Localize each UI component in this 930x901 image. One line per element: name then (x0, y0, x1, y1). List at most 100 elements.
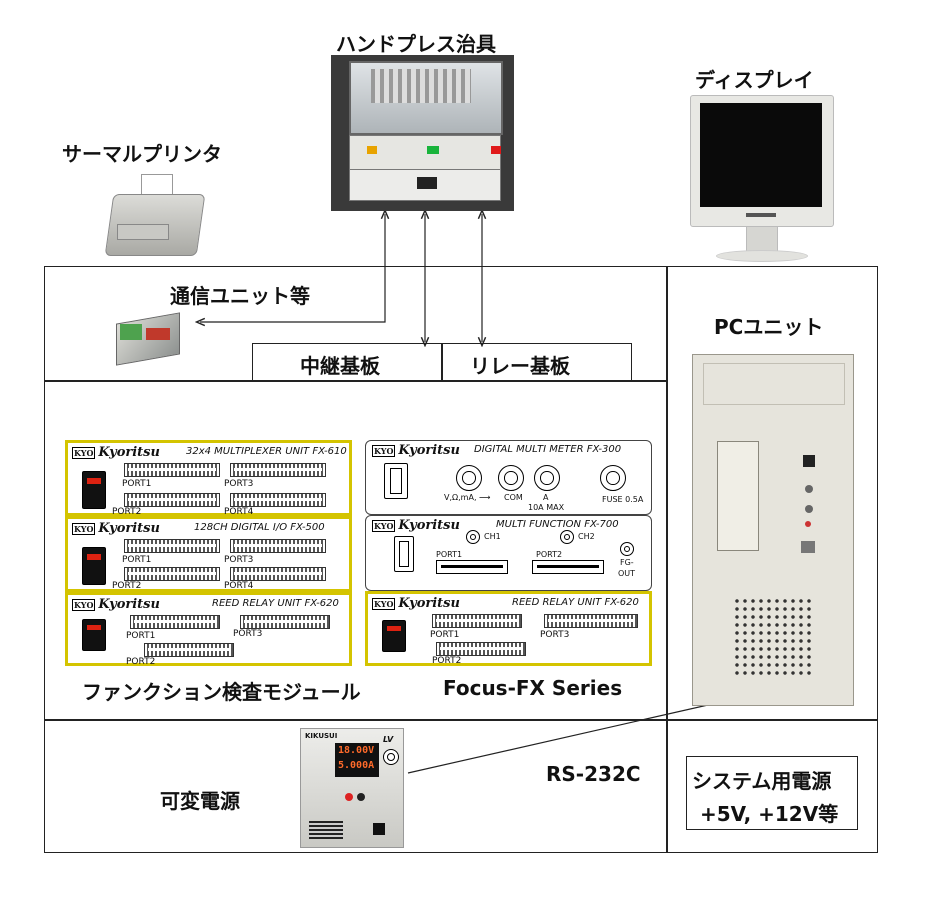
bnc-ch1 (466, 530, 480, 544)
relay-board-mid-box (252, 343, 443, 381)
relay-board-box (441, 343, 632, 381)
module-dmm-title: DIGITAL MULTI METER FX-300 (474, 444, 622, 455)
jack-a (534, 465, 560, 491)
port-slot (532, 560, 604, 574)
port-connector (124, 493, 220, 507)
module-dio-title: 128CH DIGITAL I/O FX-500 (194, 522, 325, 533)
rs232c-label: RS-232C (546, 762, 641, 786)
pc-unit-image (692, 354, 854, 706)
system-power-frame (666, 719, 878, 853)
port-label: PORT2 (432, 656, 462, 666)
port-label: PORT4 (224, 507, 254, 517)
jack-v (456, 465, 482, 491)
jack-label: COM (504, 493, 523, 502)
module-mux-title: 32x4 MULTIPLEXER UNIT FX-610 (186, 446, 347, 457)
port-label: PORT1 (430, 630, 460, 640)
port-connector (124, 463, 220, 477)
port-label: PORT1 (122, 479, 152, 489)
thermal-printer-image (104, 172, 206, 262)
port-connector (230, 493, 326, 507)
thermal-printer-label: サーマルプリンタ (62, 142, 222, 166)
port-slot (436, 560, 508, 574)
pc-unit-label: PCユニット (714, 315, 824, 339)
port-connector (240, 615, 330, 629)
comm-unit-image (110, 310, 190, 370)
power-supply-label: 可変電源 (160, 789, 240, 813)
port1-label: PORT1 (436, 550, 463, 559)
system-power-line1: システム用電源 (692, 769, 832, 793)
port-label: PORT1 (122, 555, 152, 565)
function-module-label: ファンクション検査モジュール (82, 680, 361, 704)
port-connector (124, 567, 220, 581)
ch1-label: CH1 (484, 532, 501, 541)
display-image (686, 95, 836, 265)
bnc-ch2 (560, 530, 574, 544)
port-label: PORT3 (233, 629, 263, 639)
psu-display: 18.00V 5.000A (335, 743, 379, 777)
jack-com (498, 465, 524, 491)
system-power-line2: +5V, +12V等 (700, 802, 839, 826)
psu-logo: LV (383, 735, 394, 744)
out-label: OUT (618, 569, 636, 578)
module-reed-left-title: REED RELAY UNIT FX-620 (212, 598, 339, 609)
port2-label: PORT2 (536, 550, 563, 559)
port-label: PORT1 (126, 631, 156, 641)
jack-label: V,Ω,mA, ⟶ (444, 493, 491, 502)
port-label: PORT2 (126, 657, 156, 667)
jack-label: 10A MAX (528, 503, 565, 512)
power-switch[interactable] (394, 536, 414, 572)
fg-label: FG- (620, 558, 634, 567)
power-switch[interactable] (382, 620, 406, 652)
port-connector (144, 643, 234, 657)
power-supply-frame (44, 719, 668, 853)
psu-volt: 18.00V (338, 745, 375, 756)
port-connector (124, 539, 220, 553)
power-switch[interactable] (82, 547, 106, 585)
port-label: PORT4 (224, 581, 254, 591)
port-connector (230, 567, 326, 581)
ch2-label: CH2 (578, 532, 595, 541)
power-supply-image: KIKUSUI LV 18.00V 5.000A (300, 728, 404, 848)
psu-knob[interactable] (383, 749, 399, 765)
series-label: Focus-FX Series (443, 676, 623, 700)
port-connector (230, 539, 326, 553)
relay-board-label: リレー基板 (470, 354, 570, 378)
relay-board-mid-label: 中継基板 (300, 354, 380, 378)
system-power-box (686, 756, 858, 830)
power-switch[interactable] (384, 463, 408, 499)
fuse-label: FUSE 0.5A (602, 495, 644, 504)
psu-amp: 5.000A (338, 760, 375, 771)
port-connector (230, 463, 326, 477)
hand-press-image (331, 55, 514, 211)
psu-brand: KIKUSUI (305, 732, 338, 740)
port-connector (544, 614, 638, 628)
power-switch[interactable] (82, 471, 106, 509)
port-label: PORT3 (224, 479, 254, 489)
hand-press-label: ハンドプレス治具 (336, 32, 496, 56)
display-label: ディスプレイ (695, 68, 814, 92)
pc-unit-frame (666, 266, 878, 721)
port-connector (436, 642, 526, 656)
jack-label: A (543, 493, 549, 502)
port-label: PORT3 (540, 630, 570, 640)
module-reed-right-title: REED RELAY UNIT FX-620 (512, 597, 639, 608)
power-switch[interactable] (82, 619, 106, 651)
bnc-fg (620, 542, 634, 556)
port-connector (432, 614, 522, 628)
module-mf-title: MULTI FUNCTION FX-700 (496, 519, 619, 530)
port-label: PORT2 (112, 507, 142, 517)
port-connector (130, 615, 220, 629)
